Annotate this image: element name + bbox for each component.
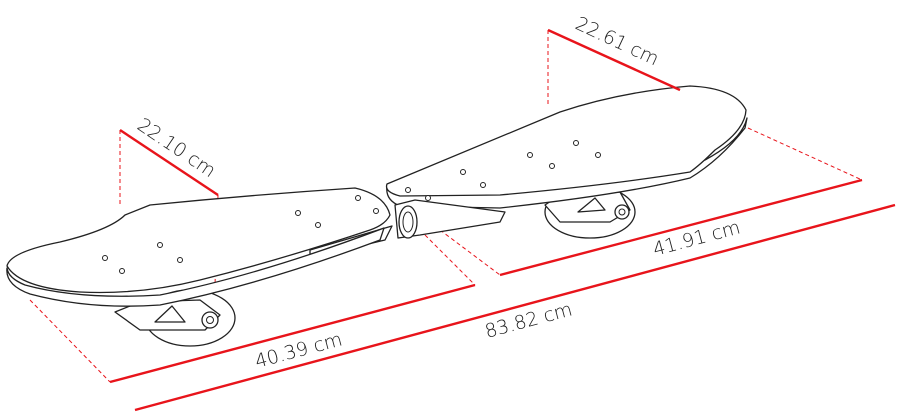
total-length-label: 83.82 cm (483, 298, 575, 342)
rear-width-line (547, 28, 681, 92)
front-length-line (109, 283, 476, 384)
rear-deck (385, 85, 748, 209)
torsion-bar (394, 199, 506, 239)
front-width-line (119, 128, 219, 197)
front-deck (6, 187, 393, 307)
rear-length-line (499, 178, 863, 277)
dimension-lines (109, 28, 896, 412)
total-length-line (134, 203, 896, 412)
